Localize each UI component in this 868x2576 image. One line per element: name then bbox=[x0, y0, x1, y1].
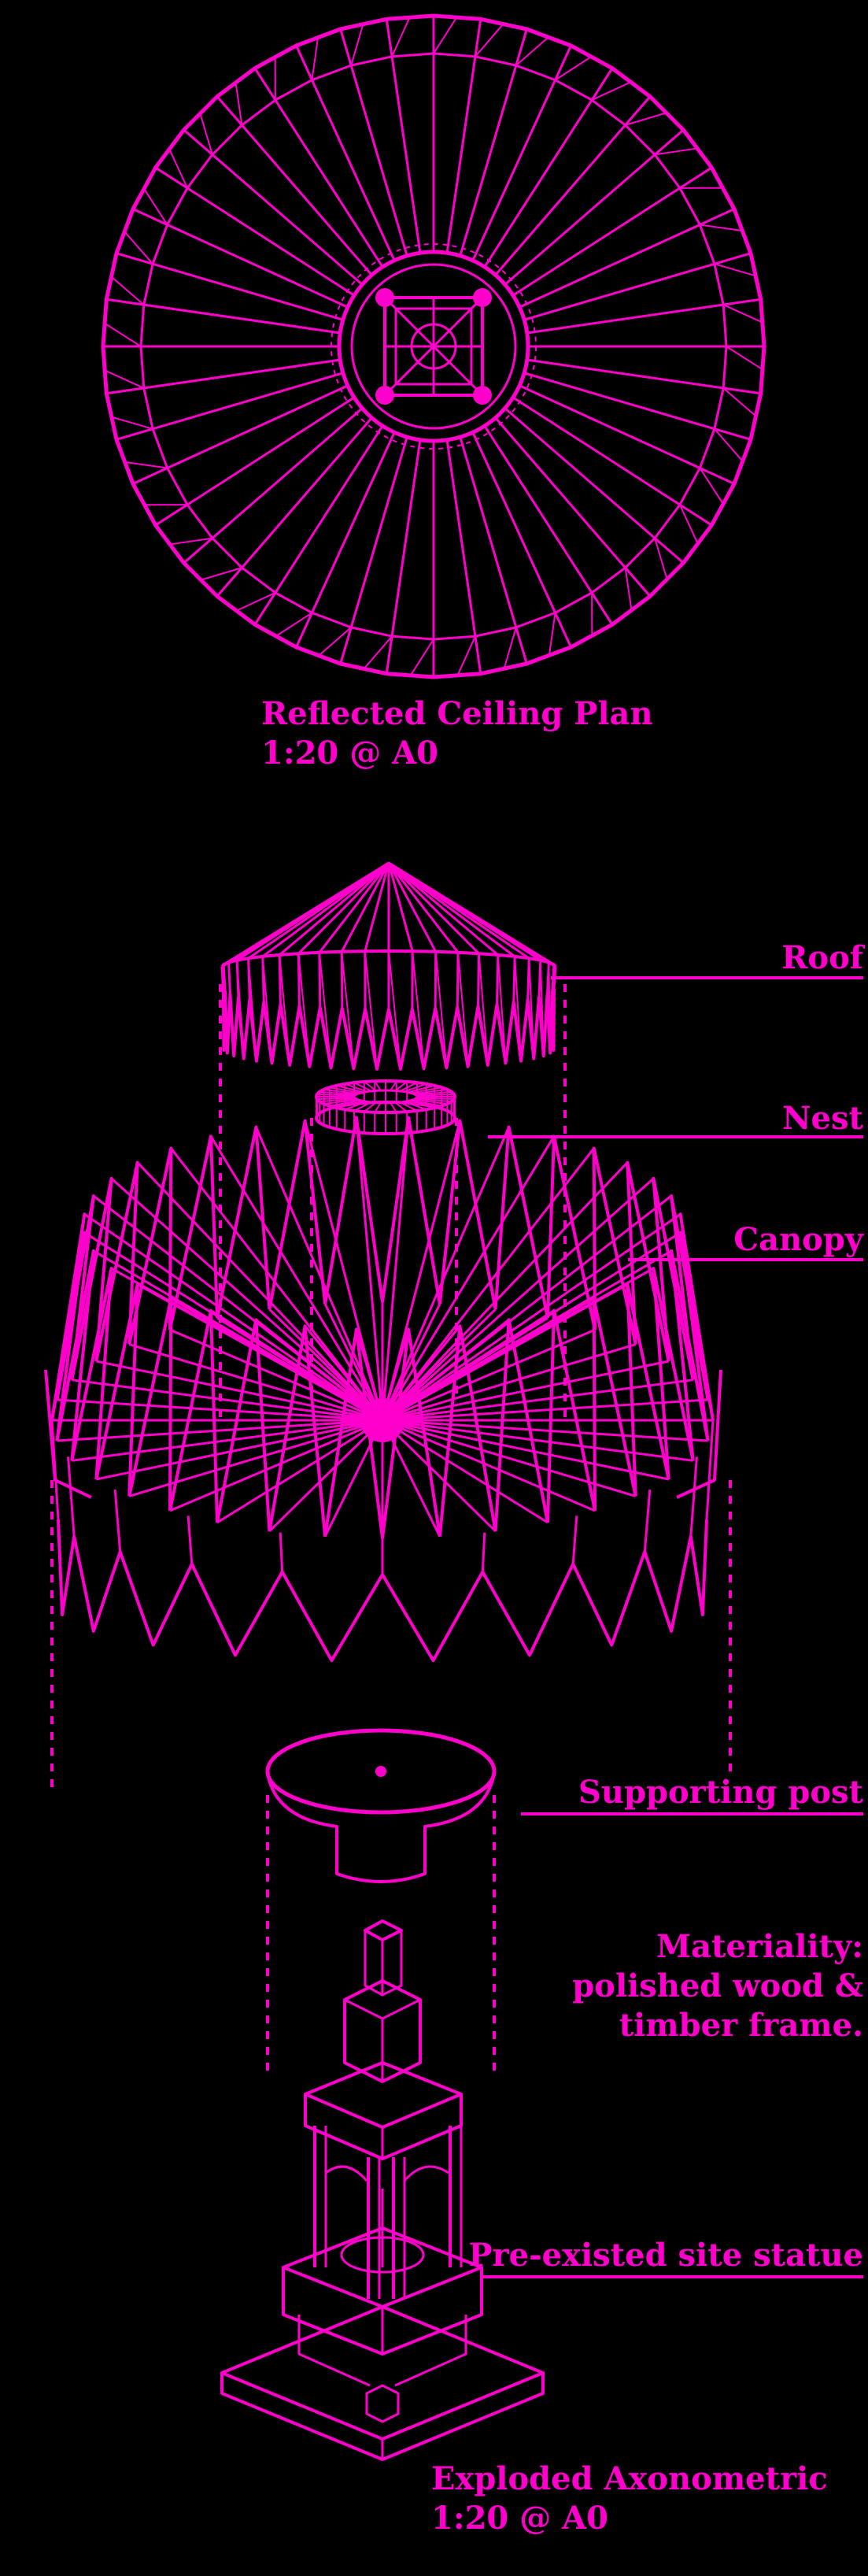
label-nest: Nest bbox=[781, 1100, 863, 1137]
label-supporting-post: Supporting post bbox=[578, 1774, 863, 1811]
plan-title-text: Reflected Ceiling Plan bbox=[261, 695, 653, 732]
nest bbox=[315, 1079, 456, 1135]
supporting-post bbox=[265, 1728, 497, 1883]
roof bbox=[220, 861, 557, 1071]
label-site-statue: Pre-existed site statue bbox=[468, 2237, 863, 2274]
label-roof: Roof bbox=[781, 939, 863, 976]
label-canopy: Canopy bbox=[733, 1221, 863, 1258]
site-statue bbox=[220, 1919, 545, 2461]
axonometric-title: Exploded Axonometric 1:20 @ A0 bbox=[431, 2459, 828, 2538]
leader-lines bbox=[482, 976, 863, 2278]
reflected-ceiling-plan bbox=[101, 13, 766, 679]
canopy bbox=[44, 1116, 722, 1663]
materiality-line-2: polished wood & bbox=[572, 1967, 863, 2004]
axonometric-title-text: Exploded Axonometric bbox=[431, 2460, 828, 2497]
plan-title: Reflected Ceiling Plan 1:20 @ A0 bbox=[261, 694, 653, 773]
materiality-line-3: timber frame. bbox=[619, 2007, 863, 2044]
plan-scale-text: 1:20 @ A0 bbox=[261, 735, 438, 772]
dashed-guide-lines bbox=[50, 984, 732, 2078]
axonometric-scale-text: 1:20 @ A0 bbox=[431, 2500, 608, 2537]
materiality-note: Materiality: polished wood & timber fram… bbox=[572, 1927, 863, 2045]
materiality-line-1: Materiality: bbox=[656, 1928, 863, 1965]
